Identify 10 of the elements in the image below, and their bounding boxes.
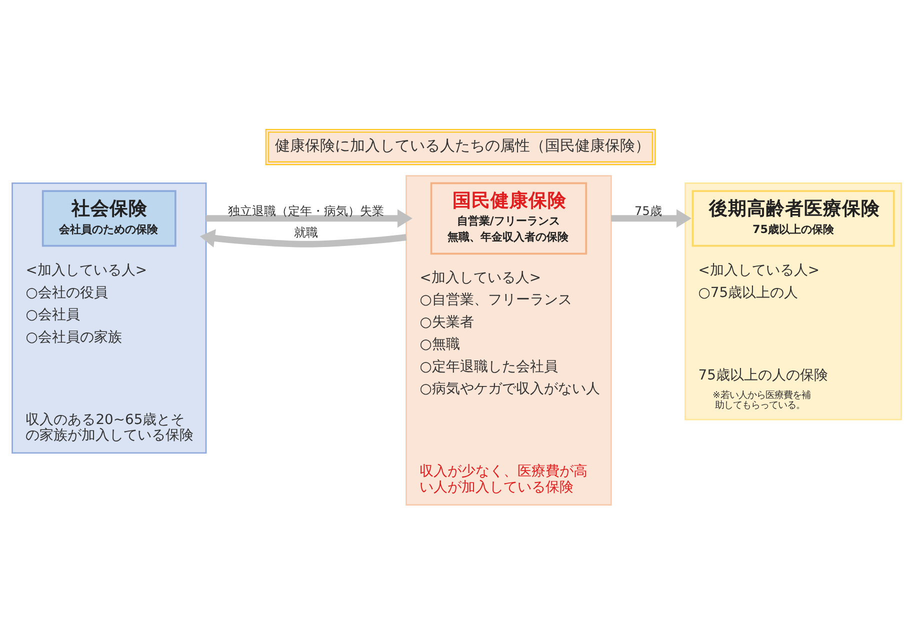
- node-box: 国民健康保険 自営業/フリーランス 無職、年金収入者の保険: [430, 182, 588, 255]
- edge-label: 独立退職（定年・病気）失業: [228, 204, 384, 218]
- node-box: 社会保険 会社員のための保険: [42, 190, 176, 247]
- edge-label: 就職: [294, 225, 318, 240]
- edge-label: 75歳: [634, 204, 662, 218]
- diagram-title: 健康保険に加入している人たちの属性（国民健康保険）: [275, 138, 650, 155]
- arrow: [200, 229, 407, 248]
- arrow: [611, 209, 692, 228]
- arrow: [206, 209, 412, 228]
- node-box: 後期高齢者医療保険 75歳以上の保険: [692, 190, 895, 247]
